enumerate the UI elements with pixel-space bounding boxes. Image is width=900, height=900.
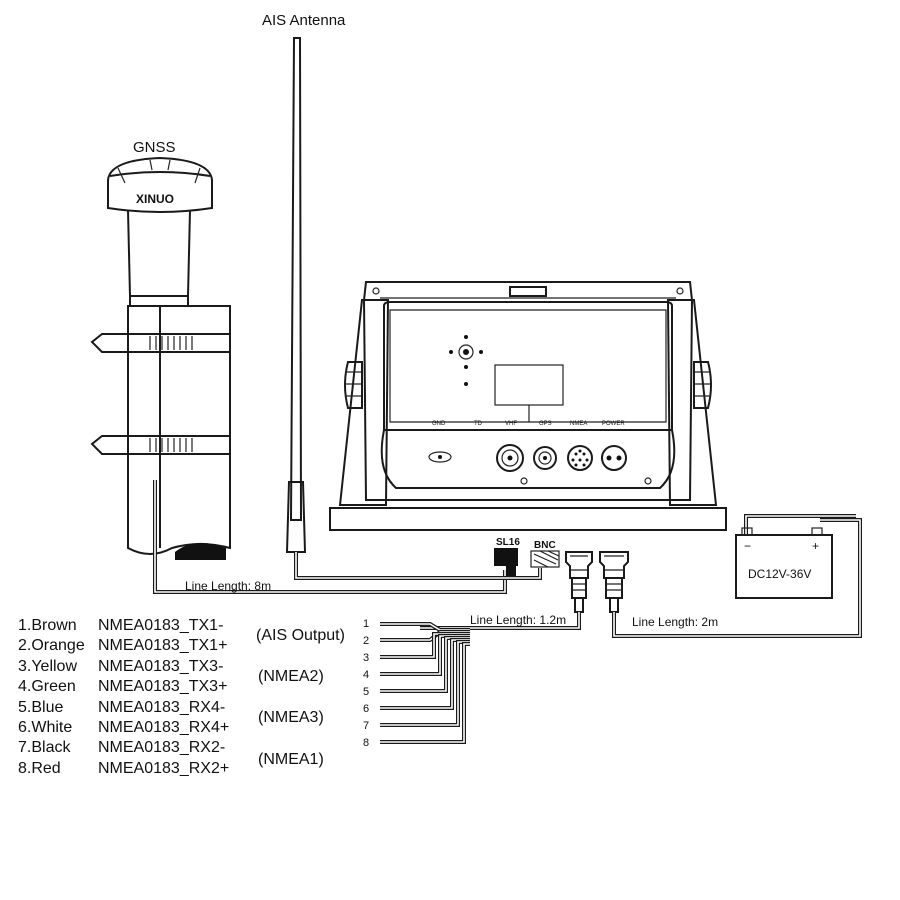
line-length-8m: Line Length: 8m [185, 579, 271, 593]
battery-plus: + [812, 539, 819, 553]
power-cable-connector [599, 551, 629, 613]
sl16-connector: SL16 [494, 537, 520, 576]
wire-number-4: 4 [363, 669, 369, 681]
line-length-2m: Line Length: 2m [632, 615, 718, 629]
gnd-terminal [428, 451, 452, 463]
wire-signal-3: NMEA0183_TX3- [98, 658, 223, 675]
wire-color-6: 6.White [18, 719, 72, 736]
power-port [601, 445, 627, 471]
wire-color-3: 3.Yellow [18, 658, 77, 675]
wire-legend: 1.Brown 2.Orange 3.Yellow 4.Green 5.Blue… [18, 617, 345, 777]
wire-color-5: 5.Blue [18, 699, 63, 716]
wire-color-8: 8.Red [18, 760, 61, 777]
gnss-brand: XINUO [136, 192, 174, 206]
gnss-label: GNSS [133, 139, 176, 156]
group-nmea2: (NMEA2) [258, 668, 324, 685]
line-length-1-2m: Line Length: 1.2m [470, 613, 566, 627]
wire-signal-5: NMEA0183_RX4- [98, 699, 225, 716]
power-spec: DC12V-36V [748, 567, 811, 581]
wire-color-1: 1.Brown [18, 617, 77, 634]
wire-color-2: 2.Orange [18, 637, 85, 654]
sl16-label: SL16 [496, 537, 520, 548]
ais-antenna-label: AIS Antenna [262, 12, 346, 29]
wire-number-3: 3 [363, 652, 369, 664]
wire-number-2: 2 [363, 635, 369, 647]
wire-signal-4: NMEA0183_TX3+ [98, 678, 227, 695]
dc-power-source: − + DC12V-36V [735, 527, 833, 599]
port-label-gps: GPS [539, 421, 552, 427]
wire-number-5: 5 [363, 686, 369, 698]
port-label-td: TD [474, 421, 483, 427]
bnc-connector: BNC [530, 540, 560, 568]
nmea-port [567, 445, 593, 471]
gps-port [533, 446, 557, 470]
group-ais-output: (AIS Output) [256, 627, 345, 644]
wire-signal-6: NMEA0183_RX4+ [98, 719, 229, 736]
wire-signal-8: NMEA0183_RX2+ [98, 760, 229, 777]
group-nmea3: (NMEA3) [258, 709, 324, 726]
vhf-port [496, 444, 524, 472]
ais-antenna: AIS Antenna [262, 12, 346, 553]
battery-minus: − [744, 539, 751, 553]
port-label-power: POWER [602, 421, 625, 427]
port-label-nmea: NMEA [570, 421, 587, 427]
wire-fanout [380, 622, 470, 744]
nmea-cable-connector [565, 551, 593, 613]
wire-number-8: 8 [363, 737, 369, 749]
wire-color-4: 4.Green [18, 678, 76, 695]
wire-signal-1: NMEA0183_TX1- [98, 617, 223, 634]
ais-transponder-unit: GND TD VHF GPS NMEA POWER [329, 281, 727, 531]
wire-number-6: 6 [363, 703, 369, 715]
wire-number-7: 7 [363, 720, 369, 732]
wire-number-1: 1 [363, 618, 369, 630]
port-label-vhf: VHF [505, 421, 517, 427]
gnss-antenna: GNSS XINUO [90, 139, 231, 560]
group-nmea1: (NMEA1) [258, 751, 324, 768]
bnc-label: BNC [534, 540, 556, 551]
wire-color-7: 7.Black [18, 739, 71, 756]
wire-signal-2: NMEA0183_TX1+ [98, 637, 227, 654]
port-label-gnd: GND [432, 421, 446, 427]
wire-signal-7: NMEA0183_RX2- [98, 739, 225, 756]
